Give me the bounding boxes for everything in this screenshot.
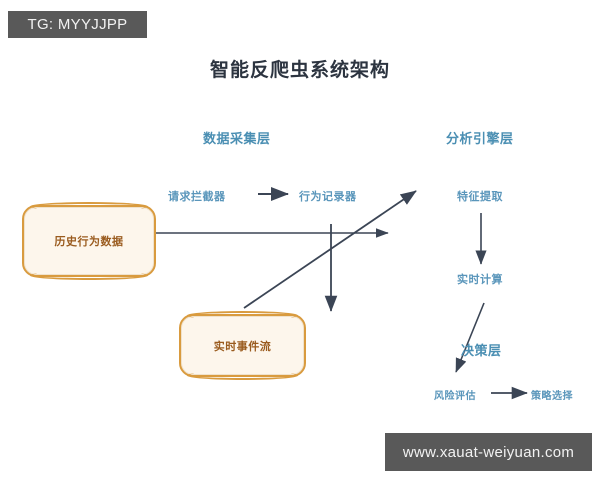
node-behavior-recorder: 行为记录器 [299,190,357,203]
layer-label-collect: 数据采集层 [203,132,271,147]
store-history-behavior-data-label: 历史行为数据 [54,235,124,248]
node-realtime-compute: 实时计算 [457,273,503,286]
node-feature-extraction: 特征提取 [457,190,503,203]
node-risk-assessment: 风险评估 [434,391,476,402]
site-watermark-badge: www.xauat-weiyuan.com [385,433,592,471]
page-title: 智能反爬虫系统架构 [209,59,390,81]
node-strategy-selection: 策略选择 [531,391,573,402]
layer-label-decide: 决策层 [461,344,502,359]
store-realtime-event-stream: 实时事件流 [179,311,306,380]
layer-label-analyze: 分析引擎层 [446,132,514,147]
node-request-interceptor: 请求拦截器 [168,190,226,203]
store-realtime-event-stream-label: 实时事件流 [213,339,272,353]
edge-stream-to-feature [243,190,417,309]
store-history-behavior-data: 历史行为数据 [22,202,156,280]
edge-compute-to-risk [455,302,485,373]
telegram-watermark-badge: TG: MYYJJPP [8,11,147,38]
